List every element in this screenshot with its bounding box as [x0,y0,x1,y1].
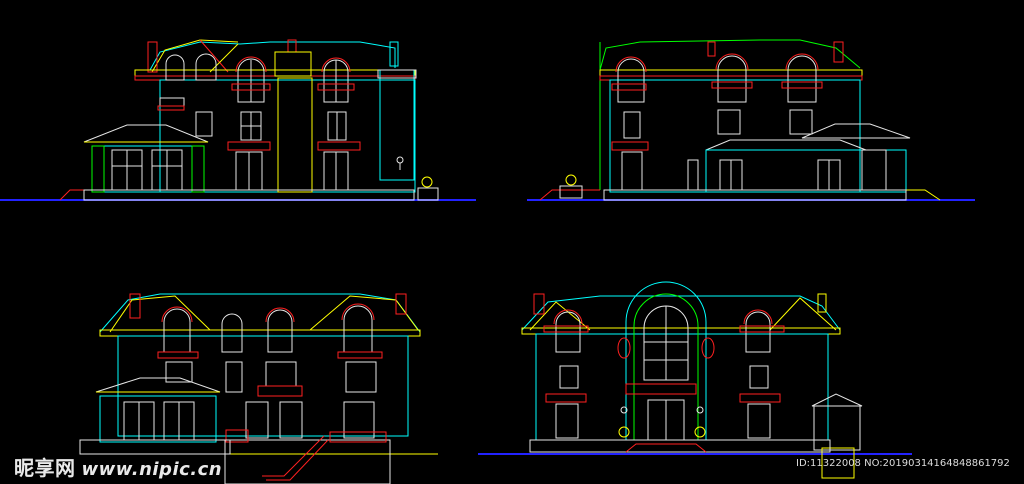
watermark-id: ID:11322008 NO:20190314164848861792 [796,458,1010,469]
elevation-top-right [527,39,975,201]
elevation-bottom-left [79,293,438,484]
elevation-bottom-right [478,281,912,479]
elevation-top-left [0,39,476,201]
watermark-brand: 昵享网 [14,456,76,480]
watermark-url: www.nipic.cn [81,459,223,480]
